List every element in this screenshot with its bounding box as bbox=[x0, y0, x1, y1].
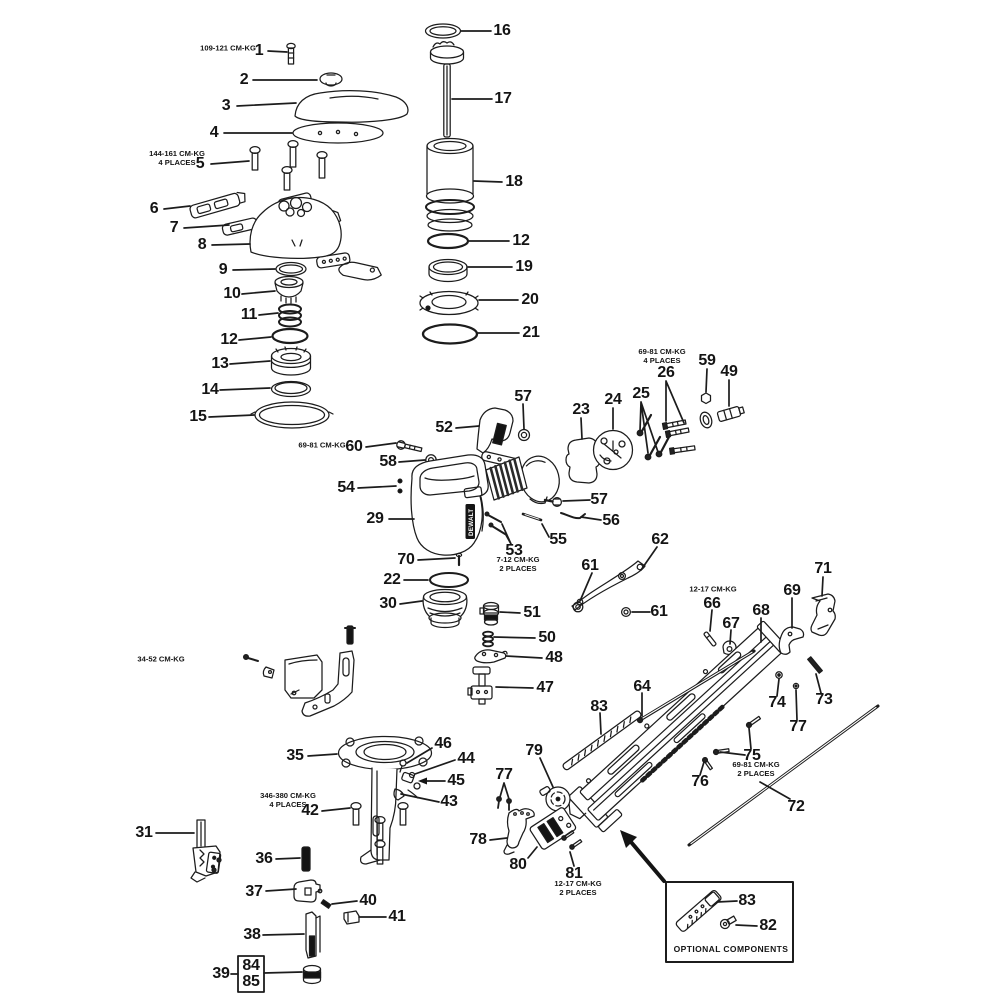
part-1-screw-drawing bbox=[286, 42, 296, 65]
part-75-screws-drawing bbox=[712, 715, 762, 756]
part-39-bumper-drawing bbox=[302, 964, 322, 985]
part-49-fitting-drawing bbox=[716, 406, 745, 422]
part-69-latch-drawing bbox=[778, 626, 805, 655]
part-79-roller-drawing bbox=[539, 786, 571, 812]
part-66-pin-drawing bbox=[703, 631, 717, 647]
part-53-screws-drawing bbox=[484, 511, 507, 536]
part-14-ring-drawing bbox=[270, 380, 312, 398]
part-55-pin-drawing bbox=[521, 512, 543, 522]
part-70-pin-drawing bbox=[455, 552, 463, 567]
grouped-callout-box bbox=[237, 955, 265, 993]
part-41-clip-drawing bbox=[343, 910, 360, 925]
part-72-rod-drawing bbox=[687, 704, 880, 847]
part-32-bracket-drawing bbox=[301, 650, 355, 717]
part-83b-wear-strip-drawing bbox=[675, 889, 722, 932]
part-12b-oring-drawing bbox=[426, 232, 470, 250]
part-16-oring-drawing bbox=[424, 23, 462, 39]
part-30-bumper-drawing bbox=[422, 588, 468, 629]
part-68-magazine-drawing bbox=[568, 620, 788, 833]
part-21-oring-drawing bbox=[421, 323, 479, 345]
optional-pointer-arrow bbox=[620, 830, 666, 883]
part-20-seal-drawing bbox=[419, 290, 479, 316]
part-61-nut-drawing bbox=[572, 601, 584, 613]
part-83-wear-strip-drawing bbox=[562, 710, 642, 771]
part-74-screw-drawing bbox=[775, 671, 783, 679]
part-15-gasket-drawing bbox=[250, 401, 334, 429]
part-73-pin-drawing bbox=[807, 656, 823, 674]
brand-text: DEWALT bbox=[468, 509, 475, 536]
part-56-lever-drawing bbox=[560, 512, 586, 520]
part-48-trigger-drawing bbox=[474, 649, 508, 664]
part-22-oring-drawing bbox=[428, 571, 470, 589]
part-25-screws-drawing bbox=[636, 413, 672, 461]
part-60-screw-drawing bbox=[396, 440, 423, 453]
part-10-valve-drawing bbox=[274, 275, 304, 304]
part-71-hook-drawing bbox=[810, 593, 836, 637]
part-4-plate-drawing bbox=[292, 122, 384, 144]
part-82-fitting-drawing bbox=[719, 915, 737, 930]
part-13-piston-drawing bbox=[270, 346, 312, 376]
part-28-housing-drawing bbox=[284, 654, 323, 699]
part-61b-nut-drawing bbox=[620, 606, 632, 618]
part-57b-screw-drawing bbox=[543, 496, 563, 508]
part-27-pin-drawing bbox=[344, 625, 356, 645]
part-3-diaphragm-drawing bbox=[294, 90, 409, 123]
part-9-oring-drawing bbox=[275, 261, 307, 277]
part-52-contact-arm-drawing bbox=[476, 407, 518, 468]
part-62-link-drawing bbox=[571, 560, 646, 611]
part-18-cylinder-drawing bbox=[425, 137, 475, 232]
part-77b-screws-drawing bbox=[496, 796, 512, 811]
part-12-oring-drawing bbox=[271, 327, 309, 345]
part-5-bolts-drawing bbox=[249, 139, 328, 191]
part-34-button-drawing bbox=[262, 666, 275, 679]
part-6-deflector-drawing bbox=[189, 191, 246, 219]
part-46-pin-drawing bbox=[399, 759, 407, 773]
part-59-fitting-drawing bbox=[699, 392, 713, 429]
part-57-nut-drawing bbox=[517, 428, 531, 442]
part-11-spring-stack-drawing bbox=[278, 303, 302, 328]
part-33-screw-drawing bbox=[242, 653, 259, 662]
part-61-pivot-nut-drawing bbox=[617, 571, 627, 581]
part-24-end-cap-drawing bbox=[592, 429, 634, 471]
part-50-spring-drawing bbox=[482, 630, 494, 648]
part-77-screw-drawing bbox=[792, 682, 800, 690]
part-80-guide-block-drawing bbox=[529, 807, 577, 850]
part-43-latch-drawing bbox=[393, 788, 405, 801]
part-81-screws-drawing bbox=[561, 830, 583, 850]
part-37-guide-drawing bbox=[293, 879, 323, 903]
part-36-pin-drawing bbox=[301, 846, 311, 872]
part-44-pin-drawing bbox=[408, 771, 416, 779]
part-31-contact-trip-drawing bbox=[190, 819, 222, 883]
part-23-gasket-drawing bbox=[565, 437, 601, 484]
part-47-valve-stem-drawing bbox=[467, 666, 493, 705]
part-42-bolts-drawing bbox=[350, 801, 409, 865]
part-29-housing-drawing bbox=[410, 454, 560, 556]
optional-components-label: OPTIONAL COMPONENTS bbox=[673, 944, 789, 954]
part-64-pusher-rod-drawing bbox=[636, 649, 756, 724]
leader-lines bbox=[155, 30, 824, 975]
part-19-ring-drawing bbox=[428, 258, 468, 283]
part-40-pin-drawing bbox=[320, 899, 332, 909]
part-54-detent-balls-drawing bbox=[397, 478, 403, 494]
part-17-driver-drawing bbox=[429, 41, 465, 138]
part-78-bracket-drawing bbox=[503, 808, 535, 855]
part-8-top-cap-drawing bbox=[249, 196, 342, 259]
part-38-driver-blade-drawing bbox=[305, 911, 321, 959]
brand-tag: DEWALT bbox=[468, 509, 475, 536]
part-51-valve-drawing bbox=[479, 601, 500, 626]
part-2-cap-drawing bbox=[319, 72, 343, 87]
part-26-screws-drawing bbox=[661, 419, 696, 455]
leader-arrowhead-45 bbox=[418, 777, 427, 785]
